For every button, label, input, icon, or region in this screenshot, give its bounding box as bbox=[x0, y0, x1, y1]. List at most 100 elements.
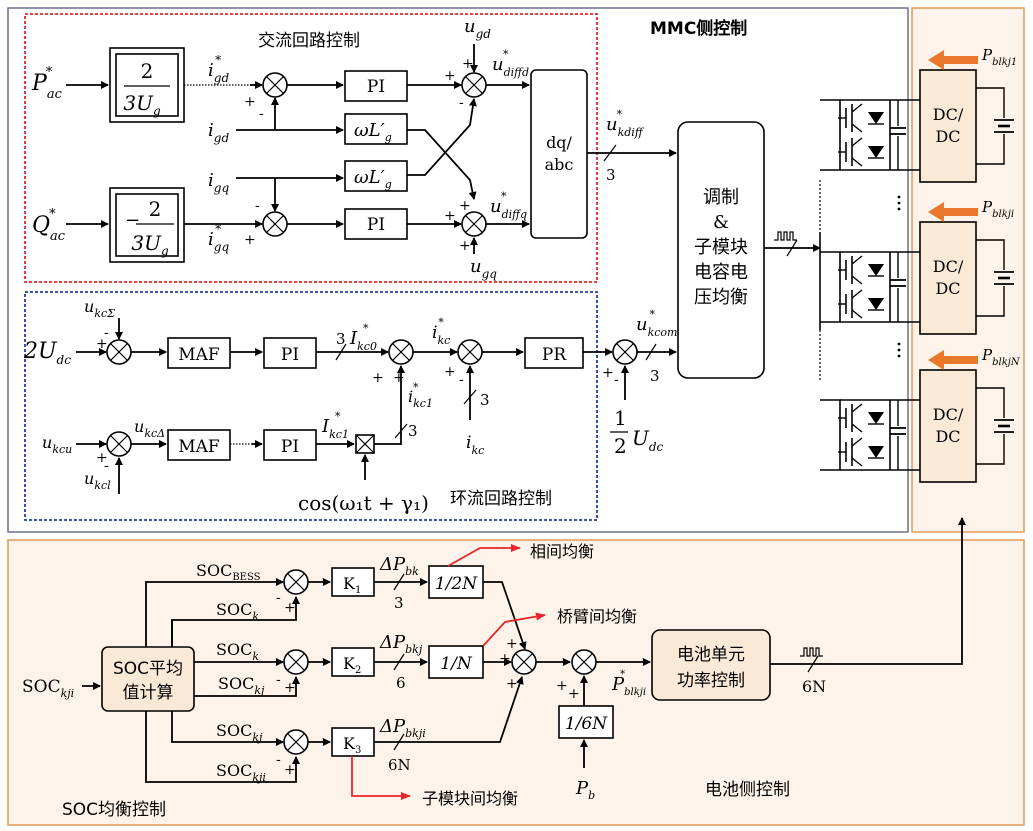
svg-text:DC: DC bbox=[935, 279, 960, 298]
svg-text:6N: 6N bbox=[802, 677, 826, 696]
pr-block bbox=[524, 337, 584, 369]
dc-dc-block bbox=[919, 221, 977, 335]
ikc1-label: Ikc1* bbox=[321, 410, 349, 441]
pb-label: Pb bbox=[575, 778, 595, 802]
svg-text:+: + bbox=[459, 238, 471, 254]
ugq-label: ugq bbox=[470, 256, 497, 281]
svg-text:dq/: dq/ bbox=[546, 133, 572, 152]
svg-text:3Ug: 3Ug bbox=[131, 231, 169, 258]
dc-dc-block bbox=[919, 369, 977, 483]
pwm-pulse-icon bbox=[774, 231, 797, 241]
svg-text:3: 3 bbox=[480, 391, 490, 409]
svg-text:PI: PI bbox=[367, 215, 385, 235]
pwm-pulse-icon-2 bbox=[800, 647, 823, 657]
svg-text:K3: K3 bbox=[343, 734, 361, 756]
svg-text:+: + bbox=[284, 600, 296, 616]
svg-text:+: + bbox=[284, 762, 296, 778]
igq-label: igq bbox=[208, 170, 229, 195]
svg-text:PI: PI bbox=[281, 437, 299, 457]
ukcom-label: ukcom* bbox=[636, 308, 677, 339]
svg-text:1/N: 1/N bbox=[440, 654, 473, 674]
svg-text:+: + bbox=[284, 680, 296, 696]
igd-label: igd bbox=[208, 120, 229, 145]
svg-text:3: 3 bbox=[650, 367, 660, 385]
svg-text:-: - bbox=[104, 325, 109, 341]
svg-text:-: - bbox=[276, 672, 281, 688]
svg-text:K2: K2 bbox=[343, 654, 361, 676]
svg-text:+: + bbox=[393, 370, 405, 386]
ukcsig-label: ukcΣ bbox=[84, 297, 115, 320]
soc-kji-input: SOCkji bbox=[22, 677, 74, 700]
svg-text:+: + bbox=[499, 651, 511, 667]
soc-bess-label: SOCBESS bbox=[196, 561, 261, 583]
pi-circ-block-1 bbox=[263, 337, 317, 369]
svg-text:+: + bbox=[444, 208, 456, 224]
dpbk-label: ΔPbk bbox=[379, 554, 419, 578]
svg-text:Pblkji: Pblkji bbox=[981, 198, 1014, 220]
ikc1-small-label: ikc1* bbox=[408, 381, 433, 410]
svg-text:3: 3 bbox=[336, 330, 346, 348]
svg-text:值计算: 值计算 bbox=[123, 683, 174, 703]
svg-text:+: + bbox=[372, 370, 384, 386]
soc-average-block bbox=[101, 646, 195, 712]
svg-text:PblkjN: PblkjN bbox=[981, 346, 1021, 368]
phase-balance-label: 相间均衡 bbox=[530, 542, 594, 561]
svg-text:−: − bbox=[125, 210, 140, 231]
svg-text:-: - bbox=[104, 458, 109, 474]
udiffd-label: udiffd* bbox=[492, 48, 529, 79]
svg-text:子模块: 子模块 bbox=[694, 237, 748, 258]
dc-dc-block bbox=[919, 69, 977, 183]
ugd-label: ugd bbox=[464, 16, 491, 41]
svg-text:MAF: MAF bbox=[178, 437, 220, 457]
svg-text:+: + bbox=[602, 365, 614, 381]
svg-text:+: + bbox=[506, 676, 518, 692]
gain-1-n-block bbox=[428, 645, 484, 679]
svg-text:-: - bbox=[276, 590, 281, 606]
circ-loop-title: 环流回路控制 bbox=[450, 489, 552, 509]
p-ac-ref: Pac* bbox=[31, 65, 63, 102]
igq-ref-label: igq* bbox=[208, 222, 229, 254]
svg-text:+: + bbox=[244, 232, 256, 248]
power-flow-arrow-icon bbox=[928, 50, 978, 70]
svg-text:-: - bbox=[459, 372, 464, 388]
svg-text:3: 3 bbox=[408, 422, 418, 440]
svg-text:Pblkj1: Pblkj1 bbox=[981, 46, 1017, 68]
udiffq-label: udiffq* bbox=[490, 190, 527, 221]
ac-loop-region bbox=[24, 13, 598, 283]
dpbkji-label: ΔPbkji bbox=[379, 716, 426, 740]
ikc-label: ikc bbox=[466, 433, 484, 457]
igd-ref-label: igd* bbox=[208, 53, 229, 85]
svg-text:SOC平均: SOC平均 bbox=[113, 659, 183, 679]
svg-text:6N: 6N bbox=[388, 756, 411, 774]
ac-loop-title: 交流回路控制 bbox=[258, 31, 360, 51]
soc-balance: SOCkji SOC平均 值计算 SOCBESS SOCk -+ K1 3 ΔP… bbox=[22, 517, 966, 808]
gain-1-6n-block bbox=[558, 705, 614, 739]
soc-kj-label-b: SOCkj bbox=[216, 721, 263, 744]
soc-k-label-a: SOCk bbox=[216, 600, 259, 623]
svg-text:+: + bbox=[444, 68, 456, 84]
power-flow-arrow-icon bbox=[928, 202, 978, 222]
pbref-label: Pblkji* bbox=[611, 669, 646, 698]
svg-text:压均衡: 压均衡 bbox=[694, 287, 748, 308]
battery-power-control-block bbox=[651, 629, 771, 701]
svg-text:MAF: MAF bbox=[178, 345, 220, 365]
pi-d-block bbox=[344, 70, 408, 102]
arm-balance-label: 桥臂间均衡 bbox=[557, 607, 637, 626]
ac-loop: Pac* 2 3Ug igd* +- igd PI ωL′g ugd ++- u… bbox=[31, 16, 677, 281]
half-udc-label: Udc bbox=[632, 426, 664, 454]
soc-kj-label-a: SOCkj bbox=[218, 674, 265, 697]
svg-text:3: 3 bbox=[606, 166, 616, 184]
svg-text:2: 2 bbox=[141, 59, 154, 83]
soc-balance-title: SOC均衡控制 bbox=[62, 800, 166, 820]
modulation-block: 调制 & 子模块 电容电 压均衡 bbox=[677, 121, 821, 379]
svg-text:+: + bbox=[244, 94, 256, 110]
cos-label: cos(ω₁t + γ₁) bbox=[298, 491, 429, 515]
two-udc-label: 2Udc bbox=[23, 339, 71, 367]
svg-text:PR: PR bbox=[542, 345, 567, 365]
q-ac-ref: Qac* bbox=[32, 207, 66, 244]
